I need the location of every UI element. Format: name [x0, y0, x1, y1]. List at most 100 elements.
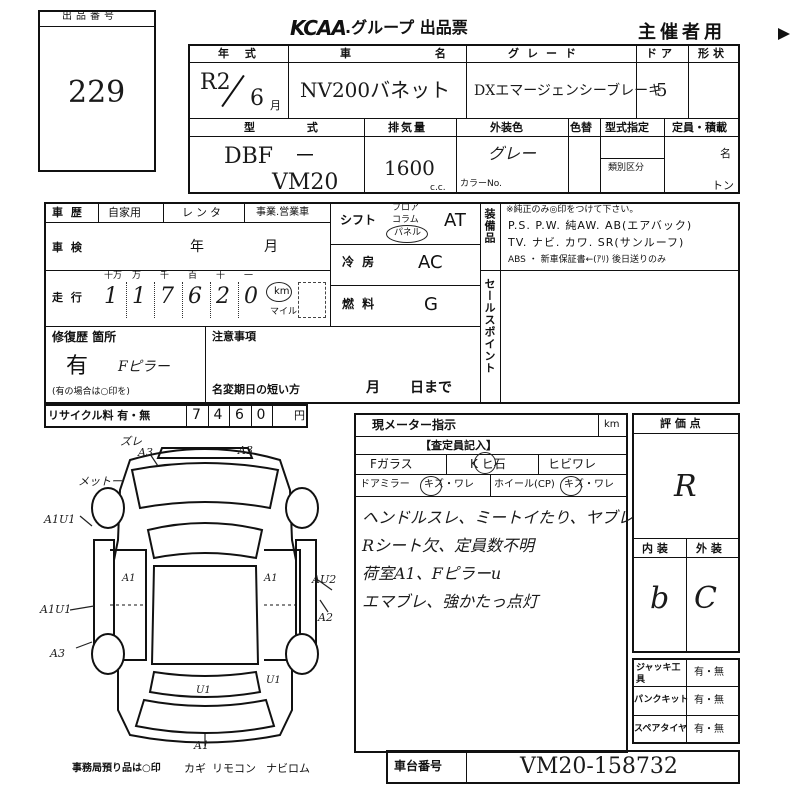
interior-grade: b: [650, 581, 670, 616]
mark-a1u1-lower: A1U1: [40, 603, 72, 616]
footer-navi: ナビロム: [266, 762, 310, 775]
comment-4: エマブレ、強かたっ点灯: [362, 592, 539, 611]
tailgate: [134, 698, 276, 734]
odometer-separator: [238, 282, 239, 318]
left-panel: [110, 549, 147, 661]
car-name-value: NV200バネット: [300, 78, 451, 102]
mark-zure: ズレ: [120, 435, 142, 448]
notes-label: 注意事項: [212, 330, 256, 343]
inspection-label: 車 検: [52, 241, 84, 254]
year-month: 6: [250, 86, 264, 111]
mark-mettoo: メットー: [78, 475, 122, 488]
mark-a3-right: A3: [238, 444, 253, 457]
mark-a1-bottom: A1: [194, 739, 209, 752]
history-option-business[interactable]: 事業.営業車: [256, 207, 310, 218]
odometer-digit: 1: [132, 284, 146, 309]
interior-label: 内 装: [642, 542, 668, 555]
mark-a3-lower: A3: [50, 647, 65, 660]
spare-yn[interactable]: 有・無: [694, 724, 724, 735]
history-option-private[interactable]: 自家用: [108, 206, 141, 219]
equipment-label: 装備品: [483, 208, 496, 244]
chassis-number: VM20-158732: [520, 754, 678, 779]
shift-label: シフト: [340, 213, 377, 227]
comment-1: ヘンドルスレ、ミートイたり、ヤブレ: [362, 508, 634, 527]
jack-yn[interactable]: 有・無: [694, 667, 724, 678]
recycle-digit: 6: [235, 407, 244, 423]
shift-column[interactable]: コラム: [392, 215, 419, 225]
history-option-rental[interactable]: レンタ: [182, 206, 224, 219]
inspector-block: [354, 413, 628, 753]
recycle-digit: 0: [256, 407, 266, 423]
windshield: [146, 522, 264, 560]
grade-label: グレード: [508, 47, 584, 60]
exterior-grade: C: [694, 581, 717, 616]
odometer-unit-label: 十万: [104, 271, 123, 281]
mark-u1-rear: U1: [196, 685, 211, 696]
recycle-unit: 円: [294, 409, 305, 422]
recycle-separator: [272, 404, 273, 428]
shift-floor[interactable]: フロア: [392, 203, 420, 213]
year-era: R2: [200, 70, 231, 95]
km-circle: [266, 282, 292, 302]
car-diagram: [70, 447, 333, 746]
repair-label: 修復歴 箇所: [52, 330, 117, 344]
odometer-digit: 0: [244, 284, 258, 309]
wheel-label: ホイール(CP): [494, 479, 555, 490]
car-name-label: 車 名: [340, 47, 486, 60]
model-label: 型 式: [244, 121, 342, 134]
rear-right-wheel: [285, 633, 319, 675]
fuel-value: G: [424, 294, 438, 315]
glass-label: Fガラス: [370, 457, 413, 471]
grade-value: R: [674, 469, 697, 504]
mileage-label: 走 行: [52, 291, 84, 304]
equipment-line2: TV. ナビ. カワ. SR(サンルーフ): [508, 236, 685, 249]
footer-key: カギ: [184, 762, 206, 775]
right-panel: [264, 549, 301, 661]
hood: [130, 462, 280, 510]
wheel-value: キズ・ワレ: [564, 479, 614, 490]
odometer-unit-label: 十: [216, 271, 226, 281]
front-left-wheel: [91, 487, 125, 529]
sales-point-label: セールスポイント: [483, 278, 496, 374]
year-month-unit: 月: [270, 99, 281, 112]
grade-label: 評 価 点: [660, 417, 701, 430]
rear-window: [148, 670, 262, 698]
chassis-box: [386, 750, 740, 784]
wheel-circle: [560, 476, 582, 496]
history-label: 車 歴: [52, 206, 84, 219]
exterior-label: 外装色: [490, 121, 523, 134]
repair-value: 有: [66, 354, 89, 379]
shift-panel-circle: [386, 225, 428, 243]
sponsor-label: 主催者用: [638, 22, 726, 43]
odometer-digit: 7: [160, 284, 174, 309]
odometer-digit: 2: [216, 284, 230, 309]
shape-label: 形状: [698, 47, 728, 60]
comment-3: 荷室A1、Fピラーu: [362, 564, 502, 583]
model-code: VM20: [272, 170, 339, 195]
notes-month: 月: [366, 380, 380, 396]
footer-remote: リモコン: [212, 762, 256, 775]
mark-au2: AU2: [312, 573, 337, 586]
tons-unit: トン: [712, 179, 734, 192]
fuel-label: 燃 料: [342, 297, 377, 311]
category-label: 類別区分: [608, 163, 645, 173]
arrow-icon: [778, 28, 790, 40]
miles-box: [298, 282, 326, 318]
mark-a1u1-left: A1U1: [44, 513, 76, 526]
footer-deposit: 事務局預り品は○印: [72, 763, 161, 774]
puncture-yn[interactable]: 有・無: [694, 695, 724, 706]
recycle-separator: [250, 404, 252, 428]
kcaa-logo: KCAA: [290, 16, 347, 40]
shift-value: AT: [444, 210, 466, 231]
glass-circle: [474, 452, 496, 474]
grade-value: DXエマージェンシーブレーキ: [474, 83, 663, 99]
condition-block: [44, 202, 740, 404]
odometer-unit-label: 百: [188, 271, 198, 281]
jack-label: ジャッキ工具: [636, 663, 681, 685]
odometer-separator: [210, 282, 211, 318]
exterior-color-value: グレー: [488, 144, 537, 163]
odometer-separator: [126, 282, 127, 318]
persons-unit: 名: [720, 147, 731, 160]
exterior-grade-label: 外 装: [696, 542, 722, 555]
doors-value: 5: [656, 80, 668, 101]
